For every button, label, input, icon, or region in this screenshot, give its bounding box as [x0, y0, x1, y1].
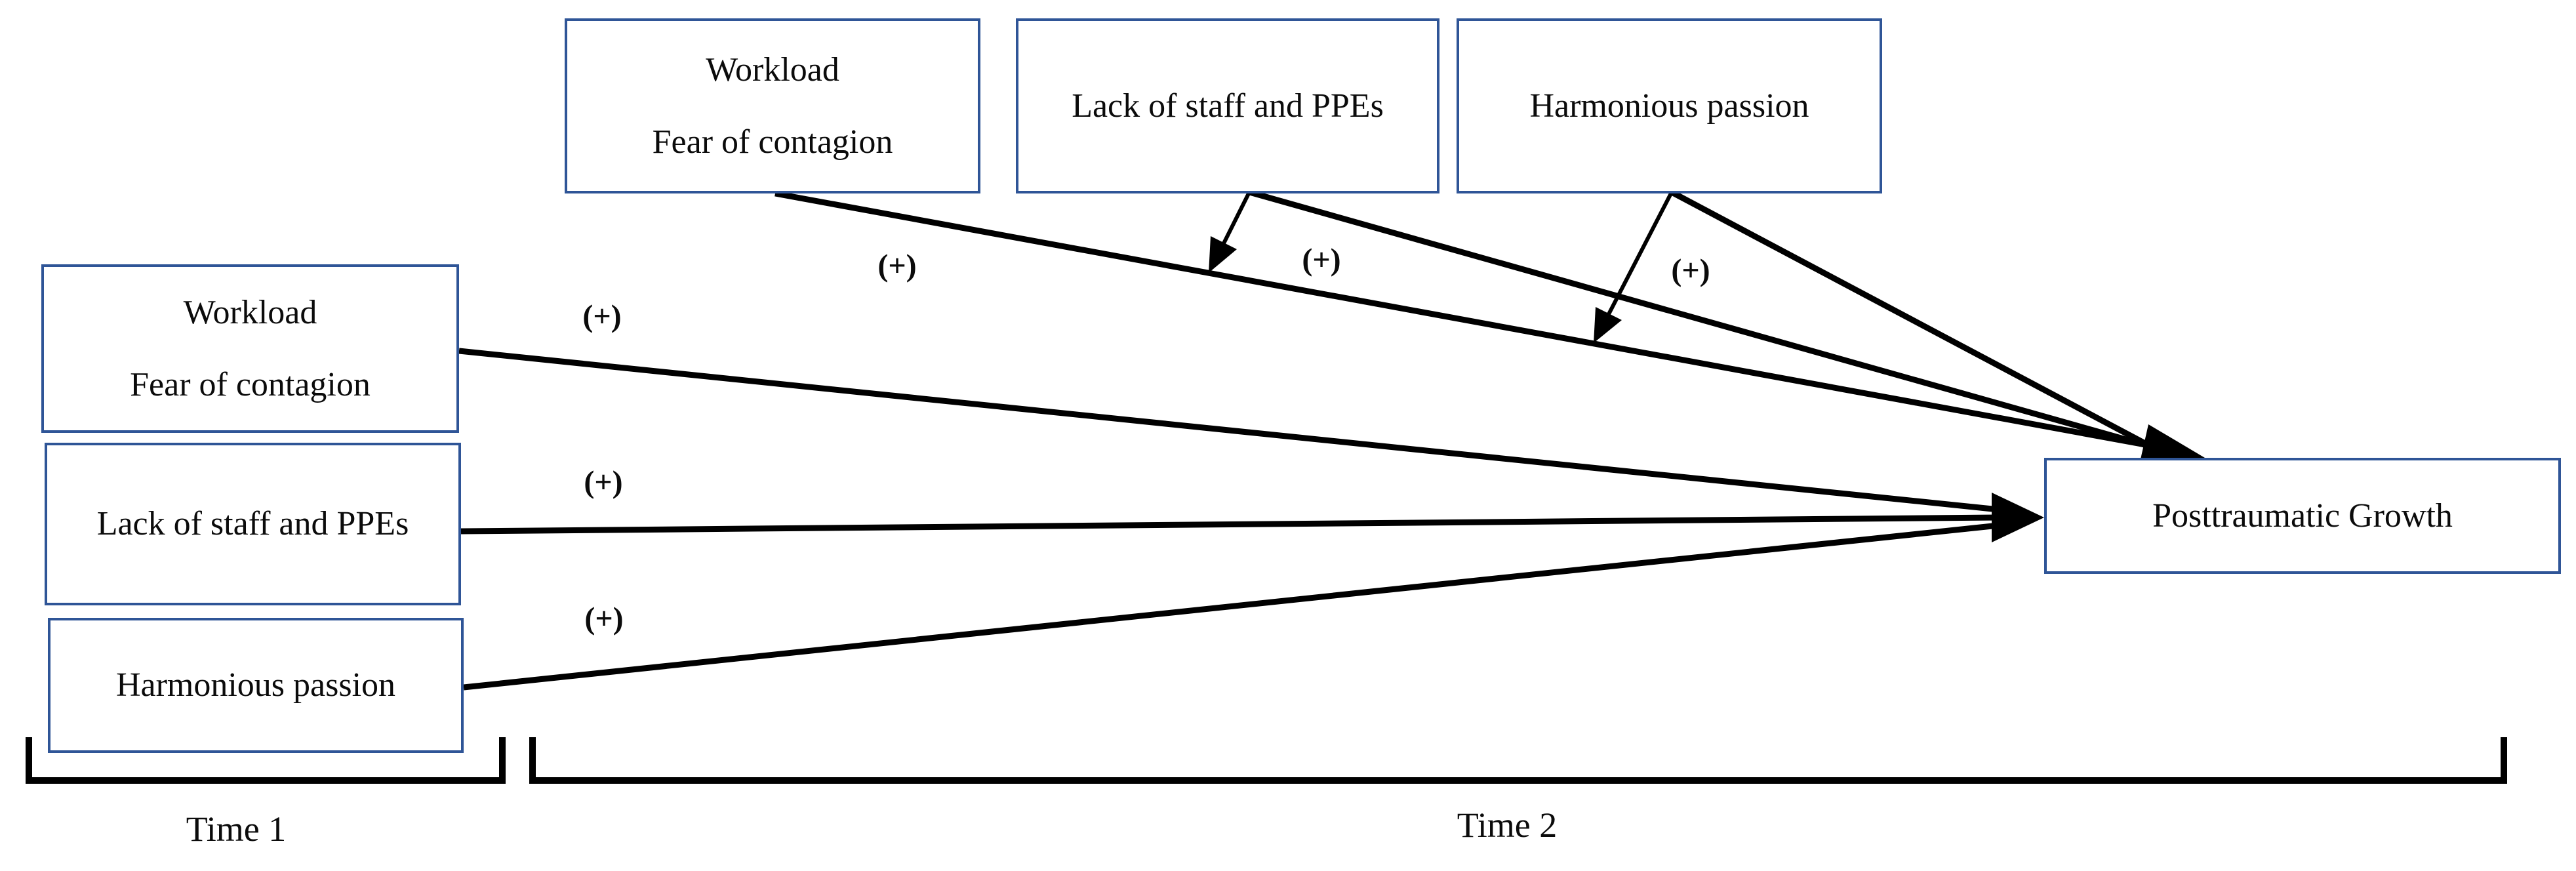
arrowhead-short-lackstaff [1209, 236, 1237, 273]
sign-workload-t2-path: (+) [877, 248, 917, 283]
sign-lackstaff-t1-path: (+) [584, 464, 623, 500]
box-harmonious-passion-time2-label: Harmonious passion [1529, 87, 1809, 125]
box-workload-fear-time1-line2: Fear of contagion [130, 365, 371, 403]
arrow-line-lackstaff-t2-to-ptg [1248, 189, 2155, 451]
arrow-line-workload-t2-to-ptg [775, 190, 2153, 449]
arrow-line-passion-t2-to-ptg [1670, 190, 2157, 451]
sign-workload-t1-path: (+) [582, 298, 622, 334]
box-lack-staff-time1-label: Lack of staff and PPEs [96, 505, 409, 542]
box-harmonious-passion-time2: Harmonious passion [1457, 18, 1882, 193]
time1-label: Time 1 [186, 809, 287, 849]
box-workload-fear-time2: Workload Fear of contagion [565, 18, 980, 193]
arrow-line-lackstaff-t1-to-ptg [460, 514, 2000, 535]
time2-label: Time 2 [1457, 805, 1558, 845]
time2-bracket [529, 737, 2507, 784]
box-workload-fear-time2-line1: Workload [706, 51, 839, 89]
arrowhead-left-cluster [1992, 493, 2044, 542]
box-posttraumatic-growth-label: Posttraumatic Growth [2152, 496, 2453, 535]
box-lack-staff-time2: Lack of staff and PPEs [1016, 18, 1439, 193]
sign-lackstaff-t2-path: (+) [1302, 242, 1341, 277]
sign-passion-t2-path: (+) [1671, 253, 1710, 288]
time1-bracket [26, 737, 506, 784]
arrow-line-passion-t1-to-ptg [463, 522, 2000, 691]
box-lack-staff-time1: Lack of staff and PPEs [45, 443, 461, 605]
short-arrow-passion-t2 [1607, 191, 1674, 315]
arrowhead-top-cluster [2139, 424, 2205, 465]
sign-passion-t1-path: (+) [584, 601, 624, 636]
box-posttraumatic-growth: Posttraumatic Growth [2044, 458, 2561, 574]
box-lack-staff-time2-label: Lack of staff and PPEs [1072, 87, 1384, 125]
arrowhead-short-passion [1594, 307, 1622, 343]
box-workload-fear-time2-line2: Fear of contagion [652, 123, 893, 161]
short-arrow-lackstaff-t2 [1222, 191, 1251, 245]
box-workload-fear-time1: Workload Fear of contagion [41, 264, 459, 433]
arrow-line-workload-t1-to-ptg [458, 348, 2000, 513]
box-harmonious-passion-time1: Harmonious passion [48, 618, 464, 753]
box-workload-fear-time1-line1: Workload [183, 293, 317, 331]
box-harmonious-passion-time1-label: Harmonious passion [115, 666, 396, 704]
